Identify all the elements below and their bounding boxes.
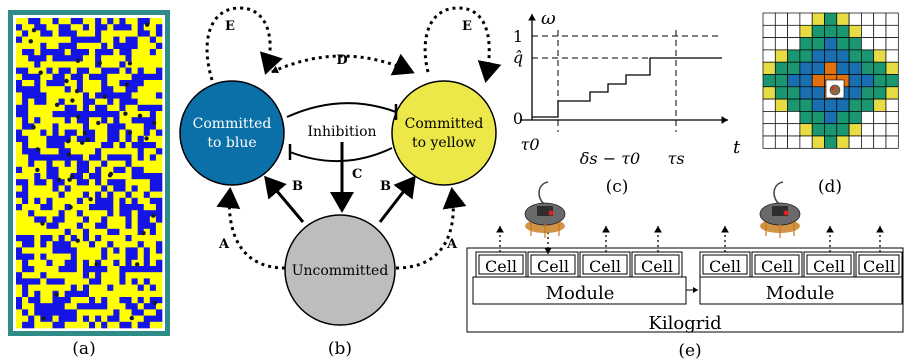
state-committed-blue: [179, 80, 285, 186]
transition-e-blue: [205, 6, 283, 81]
panel-a-arena: [8, 10, 170, 336]
c-tick-qhat: q̂: [513, 48, 523, 67]
state-uncommitted: [284, 214, 396, 326]
cell-8-label: Cell: [863, 257, 895, 276]
d-robot-led: [831, 86, 835, 90]
panel-b-state-diagram: E E D Committed to blue Committed to yel…: [179, 6, 502, 326]
label-a-left: A: [218, 237, 230, 252]
label-c: C: [352, 167, 362, 182]
label-d: D: [336, 53, 347, 68]
cell-1-label: Cell: [485, 257, 517, 276]
caption-b: (b): [328, 339, 352, 359]
cell-7-label: Cell: [813, 257, 845, 276]
c-x-label: t: [733, 137, 741, 158]
d-robot-icon: [829, 84, 841, 96]
cell-4-label: Cell: [641, 257, 673, 276]
cell-4: [634, 254, 680, 275]
cell-3-label: Cell: [589, 257, 621, 276]
module-left: [472, 276, 687, 305]
caption-d: (d): [818, 177, 842, 197]
state-uncommitted-label: Uncommitted: [292, 263, 389, 279]
c-tick-delta: δs − τ0: [580, 149, 640, 168]
c-tick-tau0: τ0: [520, 135, 539, 154]
kilobot-left: [524, 181, 566, 238]
module-left-label: Module: [546, 283, 615, 304]
label-b-right: B: [380, 179, 391, 194]
state-blue-line1: Committed: [193, 116, 272, 132]
transition-a-blue: [216, 187, 286, 270]
arena-robots: [28, 22, 158, 321]
c-tick-zero: 0: [513, 109, 523, 128]
transition-b-blue: [264, 175, 305, 223]
caption-a: (a): [72, 339, 95, 359]
kilogrid-label: Kilogrid: [648, 313, 721, 334]
module-right: [699, 276, 903, 305]
transition-b-yellow: [378, 175, 416, 223]
module-right-label: Module: [766, 283, 835, 304]
state-yellow-line1: Committed: [405, 116, 484, 132]
cell-2: [530, 254, 576, 275]
cell-6: [754, 254, 800, 275]
cell-8: [858, 254, 900, 275]
cell-1: [478, 254, 524, 275]
transition-a-yellow: [395, 187, 467, 270]
cell-7: [806, 254, 852, 275]
arena-cells: [16, 18, 163, 329]
transition-e-yellow: [423, 6, 502, 83]
state-blue-line2: to blue: [207, 135, 256, 151]
state-yellow-line2: to yellow: [412, 135, 476, 151]
label-e-right: E: [462, 19, 472, 34]
state-committed-yellow: [391, 80, 497, 186]
caption-c: (c): [606, 177, 629, 197]
inhibition-label: Inhibition: [307, 124, 376, 140]
label-a-right: A: [446, 237, 458, 252]
caption-e: (e): [678, 341, 701, 361]
panel-e-kilogrid: Kilogrid Module Module Cell Cell Cell Ce…: [466, 181, 904, 334]
label-b-left: B: [292, 179, 303, 194]
transition-d-right: [271, 53, 415, 76]
inhibition-arc-top: [286, 102, 397, 118]
c-tick-taus: τs: [667, 149, 684, 168]
c-y-label: ω: [541, 8, 556, 29]
cell-5: [702, 254, 748, 275]
panel-c-step-plot: ω t 1 q̂ 0 τ0 δs − τ0 τs: [513, 8, 741, 168]
cell-6-label: Cell: [761, 257, 793, 276]
c-tick-one: 1: [513, 27, 523, 46]
kilobot-right: [759, 181, 801, 238]
label-e-left: E: [225, 19, 235, 34]
cell-2-label: Cell: [537, 257, 569, 276]
c-step-line: [532, 57, 722, 118]
cell-5-label: Cell: [709, 257, 741, 276]
cell-3: [582, 254, 628, 275]
panel-d-grid: [762, 12, 899, 149]
d-cells: [762, 12, 899, 149]
